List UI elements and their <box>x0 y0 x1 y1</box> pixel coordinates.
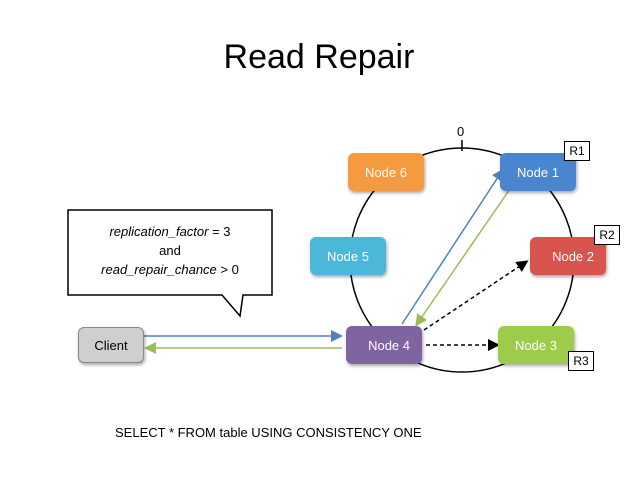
node-1: Node 1 <box>500 153 576 191</box>
ring-origin-label: 0 <box>457 124 465 139</box>
client-node: Client <box>78 327 144 363</box>
read-repair-chance-key: read_repair_chance <box>101 262 217 277</box>
callout-line-3: read_repair_chance > 0 <box>70 260 270 279</box>
callout-bubble <box>67 209 273 318</box>
node-4: Node 4 <box>346 326 422 364</box>
node-2: Node 2 <box>530 237 606 275</box>
replica-tag-r2: R2 <box>594 225 620 245</box>
callout-line-1: replication_factor = 3 <box>70 222 270 241</box>
callout-text: replication_factor = 3 and read_repair_c… <box>70 222 270 279</box>
node4-to-node2-repair-arrow <box>423 260 529 331</box>
node4-to-node1-request-arrow <box>401 168 504 325</box>
query-text: SELECT * FROM table USING CONSISTENCY ON… <box>115 425 422 440</box>
replication-factor-value: = 3 <box>208 224 231 239</box>
node-5: Node 5 <box>310 237 386 275</box>
replication-factor-key: replication_factor <box>109 224 209 239</box>
replica-tag-r3: R3 <box>568 351 594 371</box>
node-3: Node 3 <box>498 326 574 364</box>
callout-line-2: and <box>159 243 181 258</box>
slide-title: Read Repair <box>223 38 415 76</box>
node1-to-node4-response-arrow <box>415 185 513 327</box>
replica-tag-r1: R1 <box>564 141 590 161</box>
read-repair-chance-value: > 0 <box>216 262 239 277</box>
node-6: Node 6 <box>348 153 424 191</box>
